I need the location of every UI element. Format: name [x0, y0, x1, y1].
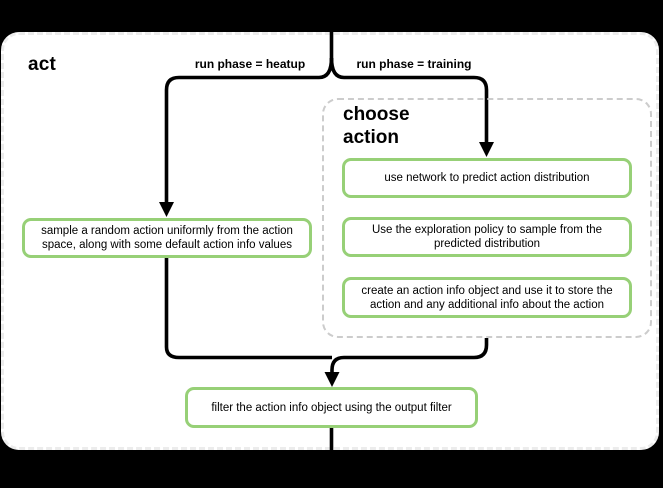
node-exploration-policy-text: Use the exploration policy to sample fro… [371, 224, 603, 250]
act-label: act [28, 54, 57, 75]
edge-label-training: run phase = training [356, 57, 472, 71]
node-use-network-text: use network to predict action distributi… [384, 172, 590, 184]
choose-action-label: choose action [343, 104, 410, 148]
node-create-action-info-text: create an action info object and use it … [361, 284, 613, 311]
node-filter-action-info-text: filter the action info object using the … [211, 401, 452, 414]
node-filter-action-info: filter the action info object using the … [185, 387, 478, 428]
choose-action-group [322, 98, 652, 338]
node-use-network: use network to predict action distributi… [342, 158, 632, 198]
node-sample-random-action-text: sample a random action uniformly from th… [41, 225, 293, 251]
node-exploration-policy: Use the exploration policy to sample fro… [342, 217, 632, 257]
edge-label-heatup: run phase = heatup [194, 57, 306, 71]
node-sample-random-action: sample a random action uniformly from th… [22, 218, 312, 258]
node-create-action-info: create an action info object and use it … [342, 277, 632, 318]
